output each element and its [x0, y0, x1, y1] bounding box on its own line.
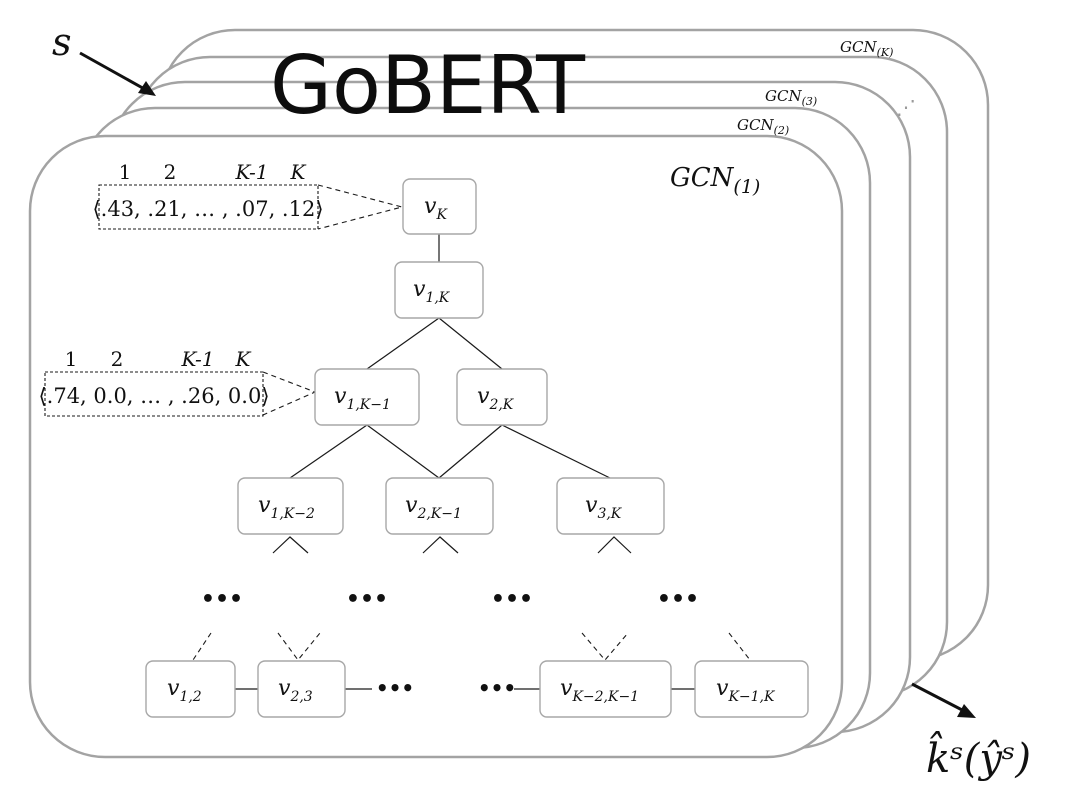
edge-v1km1-v1km2: [289, 424, 368, 479]
node-v23: v2,3: [257, 660, 346, 718]
vector-top-box: [98, 184, 319, 230]
dash-3: [581, 632, 629, 661]
gcn-3-label: GCN(3): [765, 87, 817, 108]
node-v1k: v1,K: [394, 261, 484, 319]
vector-mid-index-km1: K-1: [181, 347, 215, 371]
ellipsis-mid-2: •••: [346, 587, 388, 612]
node-v3k: v3,K: [556, 477, 665, 535]
vector-mid-indices: 1 2 K-1 K: [65, 347, 252, 371]
node-v1km2: v1,K−2: [237, 477, 344, 535]
page-title: GoBERT: [270, 39, 586, 132]
svg-text:v3,K: v3,K: [585, 493, 623, 522]
dash-2: [277, 632, 321, 661]
dash-1: [192, 632, 212, 661]
fork-3: [597, 536, 632, 554]
ellipsis-mid-1: •••: [201, 587, 243, 612]
edge-v1k-v1km1: [366, 317, 440, 370]
svg-text:v1,K−1: v1,K−1: [334, 384, 391, 413]
svg-text:vK: vK: [424, 194, 448, 223]
output-label: k̂ˢ(ŷˢ): [926, 732, 1031, 782]
node-v12: v1,2: [145, 660, 236, 718]
svg-text:v1,K: v1,K: [413, 277, 451, 306]
ellipsis-bottom-1: •••: [376, 676, 414, 700]
node-vk: vK: [402, 178, 477, 235]
node-vkm1k: vK−1,K: [694, 660, 809, 718]
vector-top-index-2: 2: [164, 160, 177, 184]
svg-text:v2,K: v2,K: [477, 384, 515, 413]
gcn-k-label: GCN(K): [840, 38, 893, 59]
svg-text:v2,3: v2,3: [278, 676, 313, 705]
vector-top-index-km1: K-1: [235, 160, 269, 184]
input-arrow-head: [138, 81, 156, 96]
ellipsis-mid-4: •••: [657, 587, 699, 612]
ellipsis-mid-3: •••: [491, 587, 533, 612]
node-v1km1: v1,K−1: [314, 368, 420, 426]
dash-4: [728, 632, 751, 661]
vector-top-indices: 1 2 K-1 K: [119, 160, 307, 184]
edge-v1k-v2k: [438, 317, 503, 370]
vector-mid-values: ⟨.74, 0.0, … , .26, 0.0⟩: [38, 384, 269, 408]
gcn-1-label: GCN(1): [670, 163, 760, 198]
vector-top-index-1: 1: [119, 160, 132, 184]
vector-top-values: ⟨.43, .21, … , .07, .12⟩: [92, 197, 323, 221]
svg-text:v1,2: v1,2: [167, 676, 202, 705]
edge-v2k-v2km1: [438, 424, 503, 479]
svg-text:v1,K−2: v1,K−2: [258, 493, 315, 522]
output-arrow-head: [957, 704, 976, 718]
vector-mid-index-k: K: [235, 347, 252, 371]
svg-text:v2,K−1: v2,K−1: [405, 493, 462, 522]
input-arrow-shaft: [79, 51, 149, 93]
vector-mid-box: [44, 371, 264, 417]
vector-mid-index-1: 1: [65, 347, 78, 371]
input-symbol: s: [52, 20, 72, 64]
node-v2k: v2,K: [456, 368, 548, 426]
node-vkm2km1: vK−2,K−1: [539, 660, 672, 718]
gcn-2-label: GCN(2): [737, 116, 789, 137]
fork-1: [272, 536, 309, 554]
vector-mid-index-2: 2: [111, 347, 124, 371]
svg-text:vK−2,K−1: vK−2,K−1: [560, 676, 639, 705]
edge-v1km1-v2km1: [366, 424, 440, 479]
ellipsis-bottom-2: •••: [478, 676, 516, 700]
vector-top-pointer: [317, 184, 405, 230]
fork-2: [422, 536, 459, 554]
vector-top-index-k: K: [290, 160, 307, 184]
stack-ellipsis: ⋰: [896, 95, 916, 119]
gcn-layer-card-1: [28, 134, 844, 759]
edge-v2k-v3k: [501, 424, 611, 479]
node-v2km1: v2,K−1: [385, 477, 494, 535]
output-arrow-shaft: [911, 682, 967, 714]
svg-text:vK−1,K: vK−1,K: [716, 676, 776, 705]
